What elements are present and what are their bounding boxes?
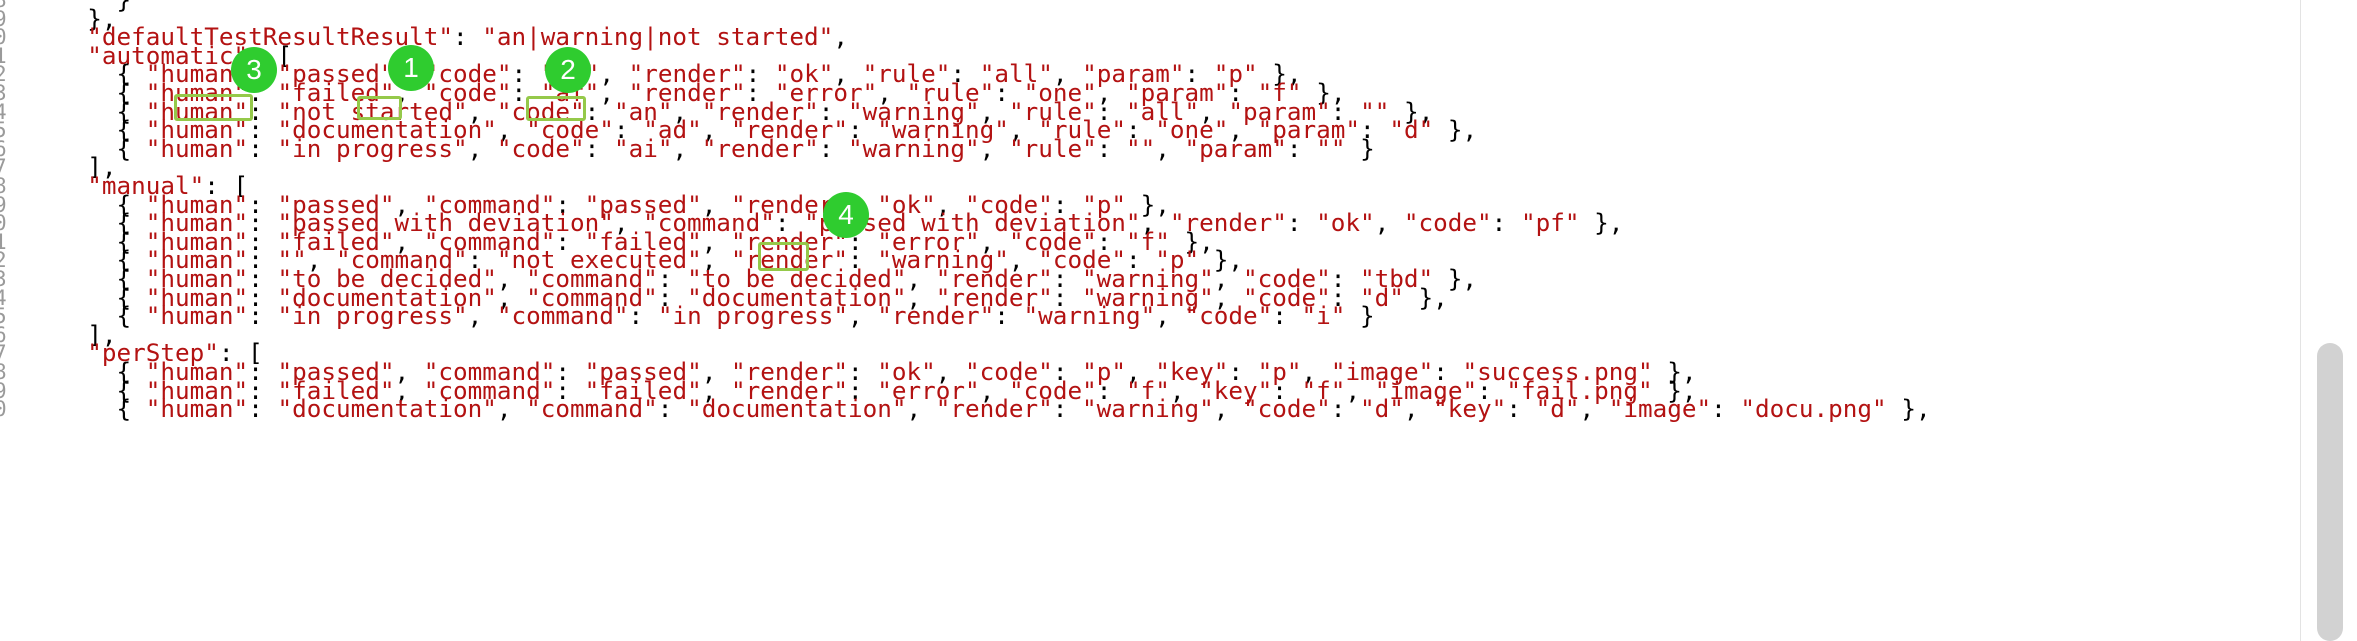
line-number: 6 (0, 322, 7, 347)
line-number: 4 (0, 99, 7, 124)
line-number: 8 (0, 0, 7, 12)
code-line: { "human": "passed", "command": "passed"… (58, 357, 1697, 386)
highlight-box-4 (758, 242, 809, 271)
code-line: { "human": "to be decided", "command": "… (58, 264, 1478, 293)
code-line: "defaultTestResultResult": "an|warning|n… (87, 22, 848, 52)
line-number: 8 (0, 360, 7, 384)
line-number: 0 (0, 397, 7, 422)
scrollbar-thumb[interactable] (2317, 343, 2343, 641)
line-number: 4 (0, 285, 7, 310)
line-number: 0 (0, 25, 7, 50)
line-number: 9 (0, 192, 7, 217)
line-number: 0 (0, 211, 7, 236)
code-line: { "human": "failed", "command": "failed"… (58, 226, 1214, 256)
line-number: 6 (0, 136, 7, 161)
code-line: }, (58, 3, 117, 33)
highlight-box-3 (174, 94, 253, 121)
annotation-marker-1: 1 (388, 45, 434, 91)
code-line: { "human": "failed", "command": "failed"… (58, 375, 1697, 405)
code-line: { "human": "passed", "command": "passed"… (58, 189, 1170, 219)
line-number: 8 (0, 174, 7, 198)
code-line: { "human": "documentation", "command": "… (58, 394, 1931, 424)
annotation-marker-3: 3 (231, 47, 277, 93)
code-line: } (58, 0, 132, 14)
line-number: 9 (0, 378, 7, 403)
code-line: { "human": "not started", "code": "an", … (58, 96, 1434, 126)
vertical-scrollbar[interactable] (2300, 0, 2357, 641)
code-line: { "human": "", "command": "not executed"… (58, 245, 1244, 275)
line-number: 2 (0, 62, 7, 87)
code-line: { "human": "in progress", "command": "in… (58, 301, 1375, 331)
line-number: 5 (0, 118, 7, 143)
line-number: 1 (0, 229, 7, 254)
line-number: 7 (0, 155, 7, 180)
code-line: { "human": "passed with deviation", "com… (58, 208, 1624, 238)
annotation-marker-2: 2 (545, 47, 591, 93)
code-line: { "human": "in progress", "code": "ai", … (58, 133, 1375, 163)
code-line: ], (58, 152, 117, 182)
line-number: 1 (0, 43, 7, 68)
line-number: 9 (0, 6, 7, 31)
code-line: "manual": [ (87, 171, 249, 200)
code-line: { "human": "failed", "code": "af", "rend… (58, 78, 1346, 107)
highlight-box-2 (526, 96, 586, 121)
code-line: { "human": "documentation", "command": "… (58, 282, 1448, 312)
code-line: ], (58, 319, 117, 349)
line-number: 3 (0, 267, 7, 291)
highlight-box-1 (357, 96, 402, 120)
code-line: "perStep": [ (87, 338, 263, 368)
line-number: 2 (0, 248, 7, 273)
line-number: 3 (0, 81, 7, 105)
line-number: 5 (0, 304, 7, 329)
annotation-marker-4: 4 (823, 192, 869, 238)
line-number: 7 (0, 341, 7, 366)
